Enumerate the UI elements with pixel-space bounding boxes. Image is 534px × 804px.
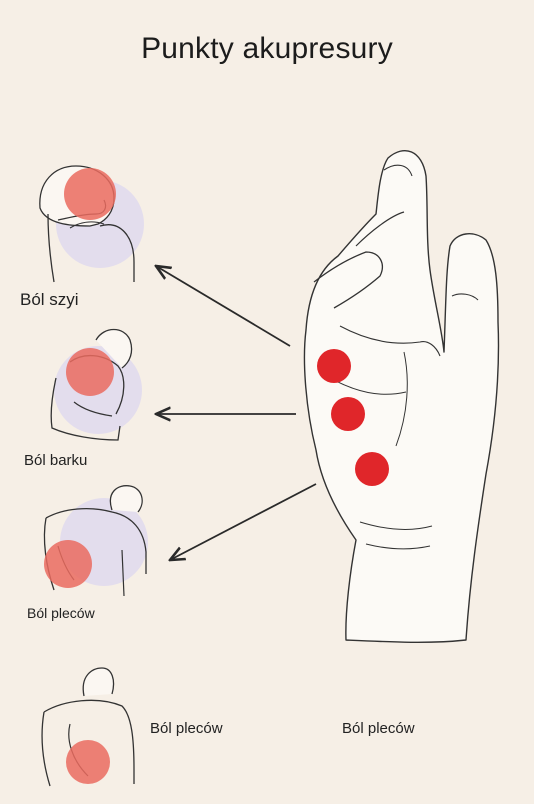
back-pain-spot-second: [66, 740, 110, 784]
back-pain-figure-second: [41, 667, 135, 787]
back-pain-label: Ból pleców: [27, 605, 95, 621]
back-pain-spot: [44, 540, 92, 588]
hand-illustration: [303, 149, 500, 643]
back-pain-figure: [43, 485, 148, 597]
page-title: Punkty akupresury: [141, 32, 393, 65]
acupoint-1: [317, 349, 351, 383]
back-pain-label-third: Ból pleców: [342, 720, 415, 737]
neck-pain-label: Ból szyi: [20, 290, 79, 309]
acupoint-2: [331, 397, 365, 431]
back-pain-label-second: Ból pleców: [150, 720, 223, 737]
neck-pain-spot: [64, 168, 116, 220]
arrow-to-neck: [156, 266, 291, 347]
acupoint-3: [355, 452, 389, 486]
shoulder-pain-figure: [50, 328, 142, 441]
neck-pain-figure: [39, 165, 144, 283]
shoulder-pain-label: Ból barku: [24, 452, 88, 469]
arrow-to-back: [170, 483, 317, 560]
shoulder-pain-spot: [66, 348, 114, 396]
